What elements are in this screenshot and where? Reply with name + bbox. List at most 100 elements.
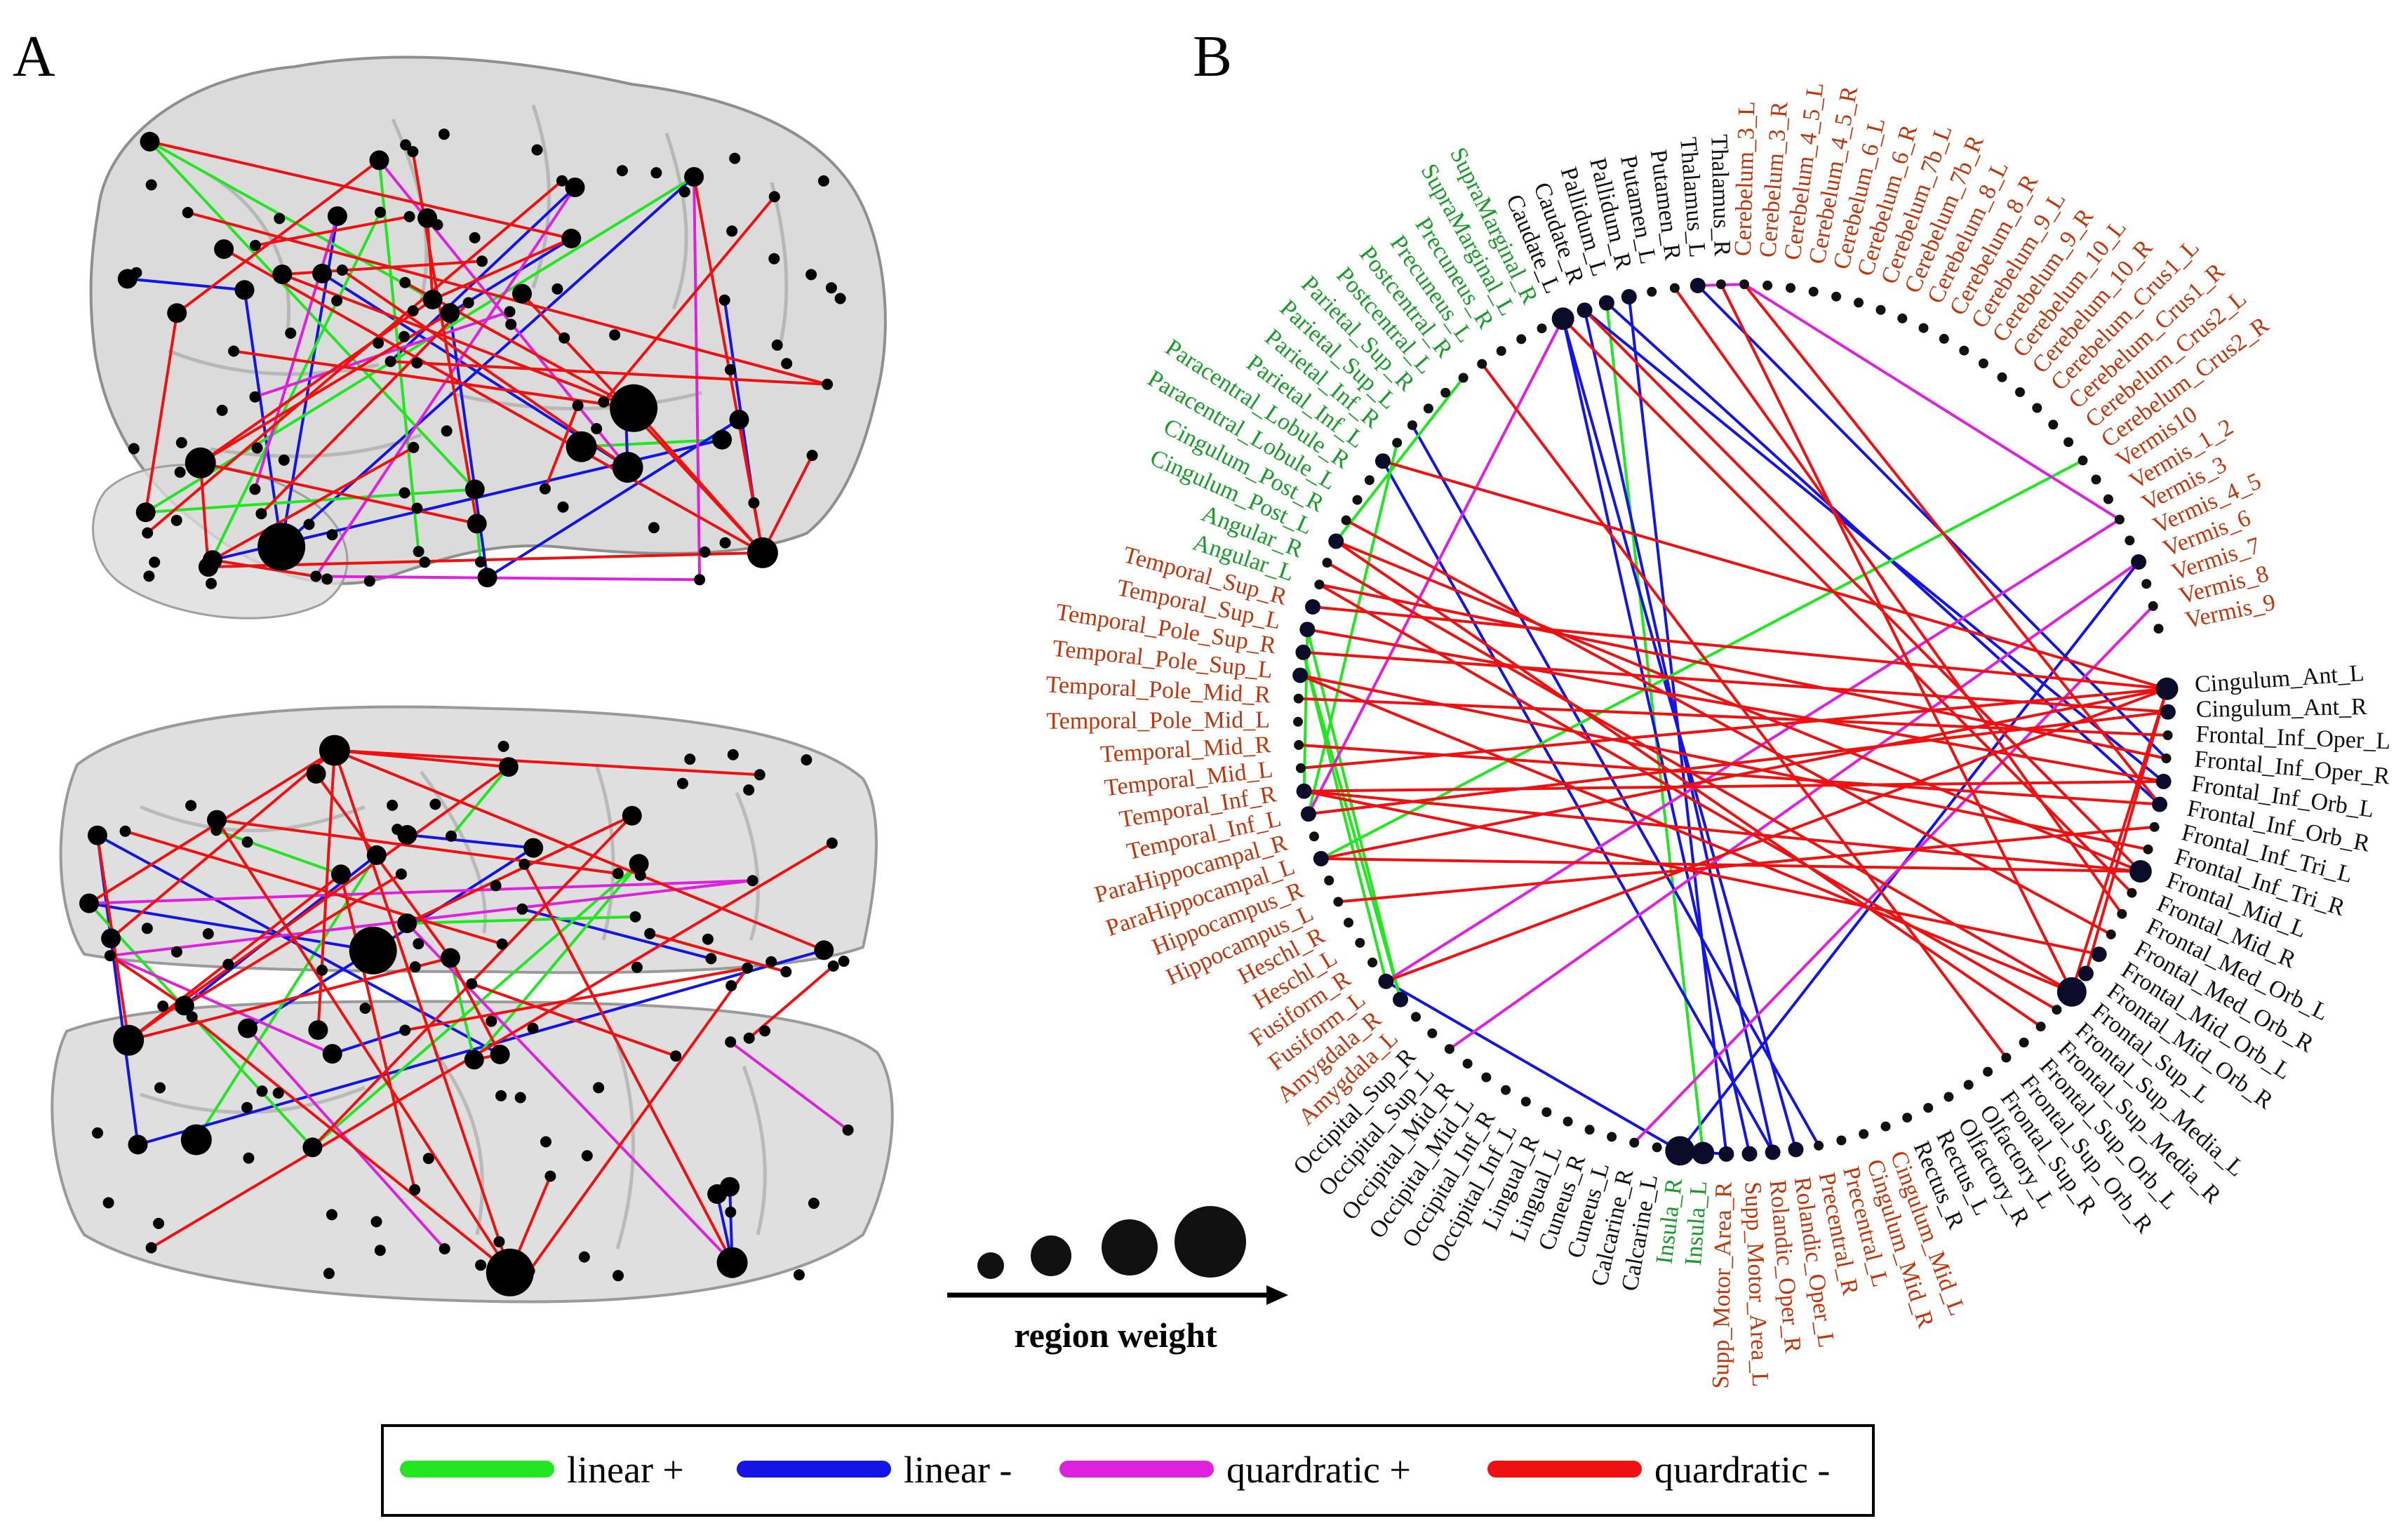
sagittal-connection-14 <box>145 488 475 514</box>
sagittal-node-precuneus-r <box>400 139 412 151</box>
sagittal-node-vermis-6 <box>327 206 347 227</box>
axial-node-cerebelum-4-5-r <box>475 1259 487 1271</box>
axial-node-frontal-mid-orb-r <box>308 1020 328 1040</box>
axial-connection-55 <box>523 863 734 1264</box>
node-supp-motor-area-l <box>1741 1146 1758 1162</box>
axial-node-supramarginal-l <box>497 740 509 752</box>
sagittal-node-cingulum-mid-l <box>616 165 628 177</box>
sagittal-node-cerebelum-9-l <box>145 179 157 191</box>
axial-node-cerebelum-8-l <box>527 1022 539 1034</box>
node-cingulum-post-l <box>1328 533 1344 549</box>
axial-node-frontal-med-orb-l <box>466 978 478 990</box>
connection-quad-neg-46 <box>1304 779 2164 793</box>
sagittal-connection-30 <box>404 281 635 410</box>
node-temporal-pole-sup-l <box>1292 667 1309 683</box>
sagittal-node-cerebelum-3-r <box>771 339 783 351</box>
sagittal-node-occipital-mid-r <box>557 501 569 513</box>
connectogram-labels: Cingulum_Ant_LCingulum_Ant_RFrontal_Inf_… <box>1045 81 2391 1388</box>
node-cerebelum-4-5-r <box>1808 286 1819 297</box>
sagittal-connection-21 <box>253 215 339 490</box>
connection-quad-neg-48 <box>1306 628 2164 783</box>
axial-node-temporal-inf-r <box>440 948 460 968</box>
sagittal-connection-29 <box>233 349 634 410</box>
sagittal-node-cerebelum-9-r <box>432 219 443 231</box>
sagittal-node-frontal-sup-media-l <box>182 207 194 218</box>
node-caudate-r <box>1577 302 1593 319</box>
node-paracentral-lobule-r <box>1364 475 1374 485</box>
sagittal-node-temporal-inf-l <box>369 150 389 170</box>
sagittal-node-temporal-inf-r <box>422 290 443 309</box>
region-weight-label: region weight <box>1014 1315 1217 1355</box>
sagittal-connection-44 <box>187 211 828 386</box>
sagittal-connection-28 <box>281 273 634 410</box>
axial-connection-36 <box>183 873 402 1007</box>
axial-node-occipital-inf-l <box>153 1217 164 1229</box>
axial-node-parietal-sup-l <box>516 903 528 915</box>
sagittal-node-occipital-sup-l <box>249 483 261 495</box>
panel-a-axial-brain <box>51 705 894 1304</box>
node-cerebelum-10-l <box>1997 372 2007 382</box>
node-cerebelum-4-5-l <box>1786 283 1795 293</box>
node-precuneus-l <box>1477 359 1487 369</box>
node-frontal-sup-media-l <box>2052 1005 2062 1015</box>
axial-node-occipital-mid-l <box>578 1251 590 1263</box>
connection-quad-neg-44 <box>1318 583 2058 1011</box>
sagittal-node-hippocampus-l <box>249 239 261 251</box>
sagittal-node-parietal-inf-r <box>413 546 424 558</box>
sagittal-node-frontal-sup-media-r <box>407 146 419 158</box>
panel-b-label: B <box>1193 24 1232 89</box>
connection-quad-neg-51 <box>1299 674 2148 851</box>
node-cerebelum-10-r <box>2015 387 2025 397</box>
axial-node-insula-r <box>349 926 397 974</box>
node-cerebelum-crus2-r <box>2078 455 2088 466</box>
sagittal-connection-56 <box>212 558 316 578</box>
sagittal-connection-47 <box>144 312 179 513</box>
axial-node-caudate-r <box>87 825 107 845</box>
node-precuneus-r <box>1496 346 1506 356</box>
axial-node-frontal-med-orb-r <box>145 1242 157 1254</box>
sagittal-node-rolandic-oper-l <box>615 392 636 413</box>
node-frontal-sup-media-r <box>2035 1021 2046 1032</box>
legend-label-quardratic-: quardratic - <box>1654 1449 1830 1491</box>
node-pallidum-r <box>1621 289 1637 304</box>
node-temporal-sup-r <box>1305 599 1320 615</box>
sagittal-node-cerebelum-8-r <box>725 364 736 375</box>
label-cingulum-ant-r: Cingulum_Ant_R <box>2196 694 2368 723</box>
node-frontal-med-orb-l <box>2117 909 2127 919</box>
node-thalamus-r <box>1715 279 1726 290</box>
connection-linear-pos-15 <box>1306 629 1402 1000</box>
axial-node-cerebelum-7b-r <box>316 964 328 976</box>
node-occipital-sup-r <box>1427 1028 1438 1038</box>
axial-node-parahippocampal-l <box>498 757 519 777</box>
axial-node-parietal-sup-r <box>202 928 214 939</box>
sagittal-network <box>117 128 846 589</box>
node-lingual-r <box>1541 1107 1552 1118</box>
sagittal-node-frontal-inf-tri-l <box>403 210 415 222</box>
sagittal-node-vermis-4-5 <box>469 232 481 243</box>
sagittal-node-cerebelum-crus1-r <box>411 357 423 369</box>
axial-node-angular-r <box>186 1011 198 1023</box>
axial-node-cerebelum-7b-l <box>495 1090 507 1101</box>
node-amygdala-l <box>1411 1012 1421 1022</box>
sagittal-connection-33 <box>199 298 434 464</box>
node-frontal-mid-orb-l <box>2091 946 2107 963</box>
axial-node-precentral-r <box>705 953 717 965</box>
sagittal-node-parahippocampal-r <box>531 144 543 156</box>
connection-linear-neg-2 <box>1385 980 1681 1153</box>
node-amygdala-r <box>1393 991 1408 1007</box>
weight-scale-node-2 <box>1031 1235 1071 1276</box>
sagittal-connection-12 <box>389 186 576 363</box>
node-frontal-mid-orb-r <box>2078 965 2094 981</box>
axial-node-olfactory-l <box>170 946 182 958</box>
axial-node-temporal-mid-l <box>754 769 765 781</box>
axial-node-frontal-inf-oper-l <box>827 960 839 972</box>
node-frontal-sup-r <box>1983 1066 1993 1077</box>
connection-linear-pos-16 <box>1320 459 2084 860</box>
node-temporal-pole-sup-r <box>1295 644 1311 660</box>
node-frontal-inf-tri-r <box>2143 844 2153 855</box>
axial-node-supramarginal-r <box>493 1236 505 1247</box>
axial-node-heschl-r <box>725 980 737 991</box>
axial-node-frontal-sup-orb-r <box>644 927 656 939</box>
axial-connection-35 <box>124 829 503 946</box>
axial-right-hemisphere <box>51 1000 894 1304</box>
